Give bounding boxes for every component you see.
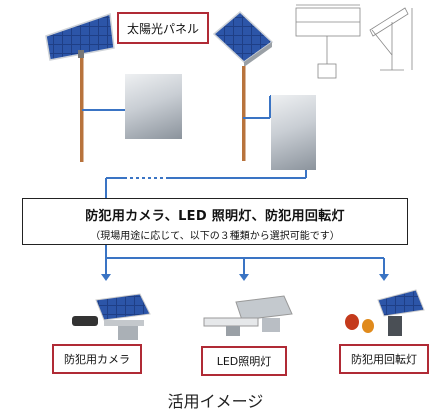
- equipment-options-title: 防犯用カメラ、LED 照明灯、防犯用回転灯: [85, 209, 345, 224]
- solar-panel-label-text: 太陽光パネル: [126, 21, 199, 36]
- pole-closeup-photo-2: [271, 95, 316, 170]
- equipment-options-subtitle: （現場用途に応じて、以下の３種類から選択可能です）: [90, 231, 340, 242]
- camera-product: [72, 293, 151, 340]
- caption: 活用イメージ: [167, 392, 264, 411]
- pole-closeup-photo-1: [125, 74, 182, 139]
- rotating-light-product: [345, 289, 425, 336]
- camera-label: 防犯用カメラ: [52, 344, 142, 374]
- solar-panel-pole-right: [212, 10, 274, 161]
- rotating-light-label-text: 防犯用回転灯: [351, 353, 417, 366]
- led-light-label: LED照明灯: [201, 346, 287, 376]
- solar-panel-pole-left: [45, 12, 115, 162]
- rotating-light-label: 防犯用回転灯: [339, 344, 429, 374]
- connector-arrowheads: [101, 274, 389, 281]
- led-light-product: [203, 295, 293, 336]
- led-light-label-text: LED照明灯: [216, 355, 272, 368]
- technical-drawing: [295, 4, 413, 79]
- camera-label-text: 防犯用カメラ: [64, 353, 130, 366]
- equipment-options-box: 防犯用カメラ、LED 照明灯、防犯用回転灯 （現場用途に応じて、以下の３種類から…: [22, 198, 408, 245]
- solar-panel-label: 太陽光パネル: [117, 12, 209, 44]
